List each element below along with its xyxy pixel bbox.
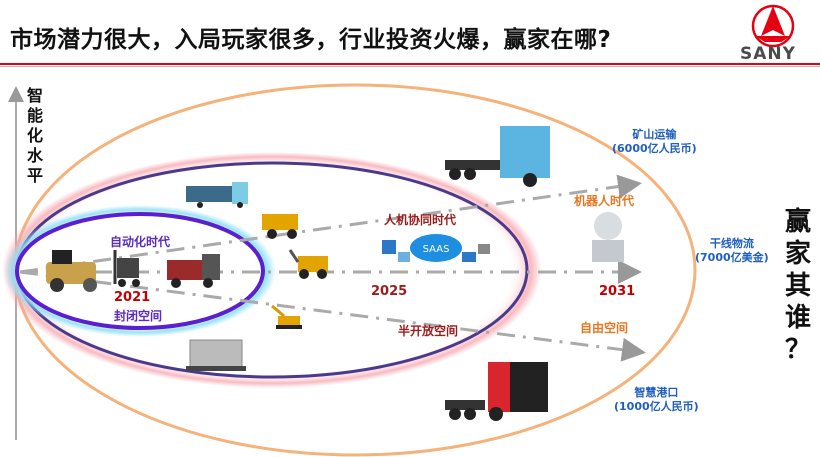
automation-year: 2021	[114, 290, 151, 305]
autonomous-container-truck-icon	[186, 339, 246, 371]
saas-label: SAAS	[423, 244, 450, 255]
winner-question: 赢 家 其 谁 ？	[784, 207, 811, 365]
wheel-loader-icon	[288, 249, 328, 279]
mining-truck-tractor-icon	[445, 126, 550, 187]
free-space-label: 自由空间	[580, 321, 629, 335]
forklift-icon	[113, 250, 140, 287]
port-truck-icon	[445, 362, 548, 421]
trunk-logistics-market: 干线物流 (7000亿美金)	[695, 237, 769, 264]
mining-truck-icon	[262, 214, 298, 239]
road-roller-icon	[46, 250, 97, 292]
port-market: 智慧港口 (1000亿人民币)	[614, 386, 699, 413]
page-title: 市场潜力很大，入局玩家很多，行业投资火爆，赢家在哪?	[10, 27, 612, 53]
human-machine-year: 2025	[371, 284, 408, 299]
robot-year: 2031	[599, 284, 636, 299]
human-machine-era-label: 人机协同时代	[384, 213, 457, 227]
semi-truck-blue-icon	[186, 182, 248, 208]
automation-era-label: 自动化时代	[110, 235, 171, 249]
y-axis-label: 智 能 化 水 平	[27, 86, 44, 185]
mining-market: 矿山运输 (6000亿人民币)	[612, 128, 697, 155]
header-divider-shadow	[0, 66, 820, 67]
excavator-icon	[271, 304, 302, 329]
logo-text: SANY	[740, 44, 796, 64]
semi-open-space-label: 半开放空间	[398, 324, 459, 338]
closed-space-label: 封闭空间	[114, 309, 163, 323]
header-divider	[0, 63, 820, 65]
robot-icon	[592, 212, 624, 262]
robot-era-label: 机器人时代	[574, 194, 635, 208]
cloud-saas-icon	[382, 234, 490, 262]
upper-trajectory	[19, 174, 642, 274]
dump-truck-icon	[167, 254, 220, 288]
sany-logo-icon	[751, 4, 795, 48]
lower-trajectory	[19, 270, 646, 362]
